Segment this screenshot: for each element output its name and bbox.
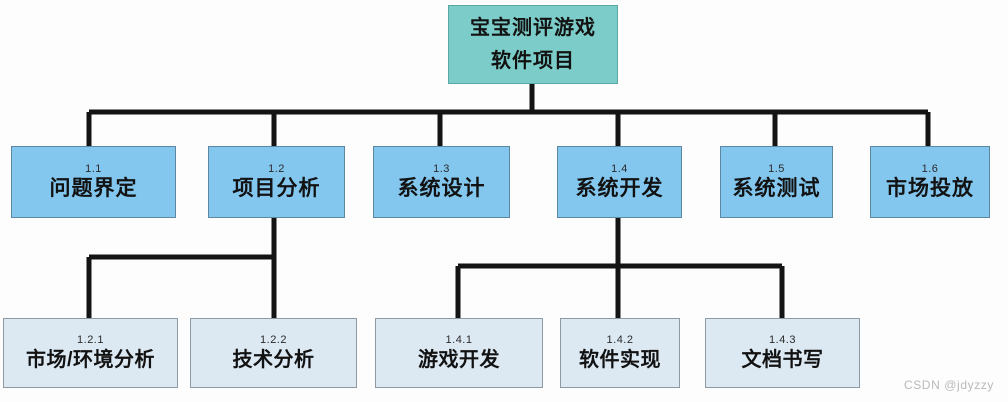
node-1-2-label: 项目分析 — [232, 176, 321, 200]
node-1-4-3-label: 文档书写 — [741, 348, 824, 371]
node-1-2[interactable]: 1.2 项目分析 — [208, 146, 345, 218]
node-1-2-1-code: 1.2.1 — [77, 334, 104, 347]
node-1-2-2[interactable]: 1.2.2 技术分析 — [190, 318, 357, 388]
node-1-6[interactable]: 1.6 市场投放 — [870, 146, 990, 218]
node-1-5-label: 系统测试 — [732, 176, 821, 200]
node-1-4-code: 1.4 — [611, 162, 628, 175]
node-1-1[interactable]: 1.1 问题界定 — [11, 146, 176, 218]
node-1-4-3-code: 1.4.3 — [769, 334, 796, 347]
node-1-2-code: 1.2 — [268, 162, 285, 175]
node-root-title-line1: 宝宝测评游戏 — [470, 16, 596, 39]
node-1-4-1[interactable]: 1.4.1 游戏开发 — [375, 318, 543, 388]
node-1-2-1-label: 市场/环境分析 — [25, 348, 156, 371]
node-1-4-3[interactable]: 1.4.3 文档书写 — [705, 318, 860, 388]
node-root-title-line2: 软件项目 — [491, 49, 575, 72]
node-1-2-1[interactable]: 1.2.1 市场/环境分析 — [3, 318, 178, 388]
node-1-6-label: 市场投放 — [886, 176, 974, 200]
node-1-5[interactable]: 1.5 系统测试 — [720, 146, 833, 218]
node-1-4-label: 系统开发 — [575, 176, 664, 200]
node-1-2-2-label: 技术分析 — [232, 348, 315, 371]
node-1-4-2-label: 软件实现 — [579, 348, 661, 371]
node-1-4-1-code: 1.4.1 — [445, 334, 473, 347]
node-1-1-code: 1.1 — [85, 162, 102, 175]
node-root[interactable]: 宝宝测评游戏 软件项目 — [448, 5, 618, 84]
watermark-text: CSDN @jdyzzy — [903, 378, 994, 392]
node-1-1-label: 问题界定 — [49, 176, 138, 200]
node-1-5-code: 1.5 — [768, 162, 785, 175]
node-1-3-label: 系统设计 — [397, 176, 486, 200]
node-1-3-code: 1.3 — [433, 162, 450, 175]
node-1-3[interactable]: 1.3 系统设计 — [373, 146, 510, 218]
node-1-6-code: 1.6 — [921, 162, 939, 175]
node-1-4-1-label: 游戏开发 — [418, 348, 500, 371]
node-1-4-2[interactable]: 1.4.2 软件实现 — [560, 318, 680, 388]
node-1-2-2-code: 1.2.2 — [260, 334, 287, 347]
node-1-4[interactable]: 1.4 系统开发 — [557, 146, 682, 218]
node-1-4-2-code: 1.4.2 — [606, 334, 634, 347]
